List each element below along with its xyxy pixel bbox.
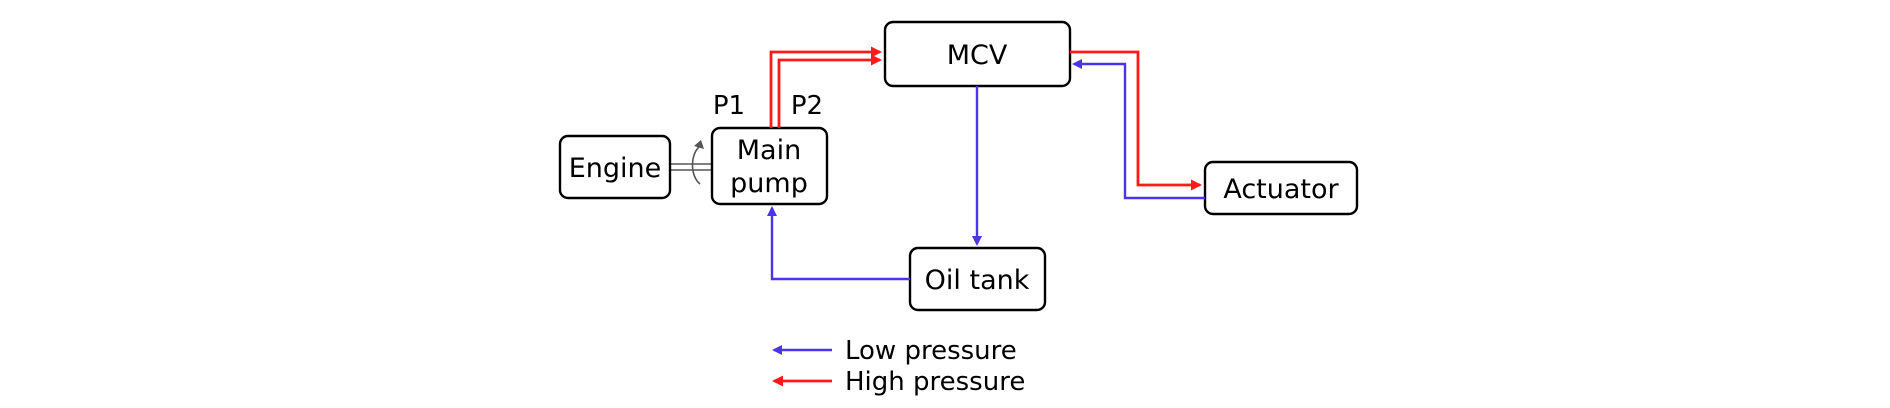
port-p2-label: P2: [791, 91, 823, 121]
legend-high-label: High pressure: [845, 367, 1025, 397]
legend-low-label: Low pressure: [845, 336, 1017, 366]
engine-label: Engine: [569, 153, 662, 184]
low-pressure-line-actuator-to-mcv: [1072, 59, 1205, 200]
high-pressure-line-p1-to-mcv: [769, 46, 882, 128]
oil-tank-box: Oil tank: [908, 246, 1047, 312]
oil-tank-label: Oil tank: [925, 265, 1030, 296]
port-p1-label: P1: [713, 91, 745, 121]
engine-pump-shaft: [668, 163, 712, 171]
actuator-box: Actuator: [1203, 160, 1359, 216]
high-pressure-line-p2-to-mcv: [777, 54, 882, 128]
mcv-label: MCV: [947, 40, 1008, 71]
low-pressure-line-tank-to-pump: [767, 206, 910, 281]
mcv-box: MCV: [883, 20, 1072, 88]
engine-box: Engine: [558, 134, 672, 200]
main-pump-label-line1: Main: [737, 135, 801, 166]
high-pressure-line-mcv-to-actuator: [1070, 50, 1202, 191]
rotation-arrow-icon: [691, 140, 704, 185]
actuator-label: Actuator: [1223, 174, 1339, 205]
main-pump-box: Main pump: [710, 126, 829, 206]
legend: Low pressure High pressure: [772, 336, 1025, 397]
main-pump-label-line2: pump: [730, 168, 808, 199]
